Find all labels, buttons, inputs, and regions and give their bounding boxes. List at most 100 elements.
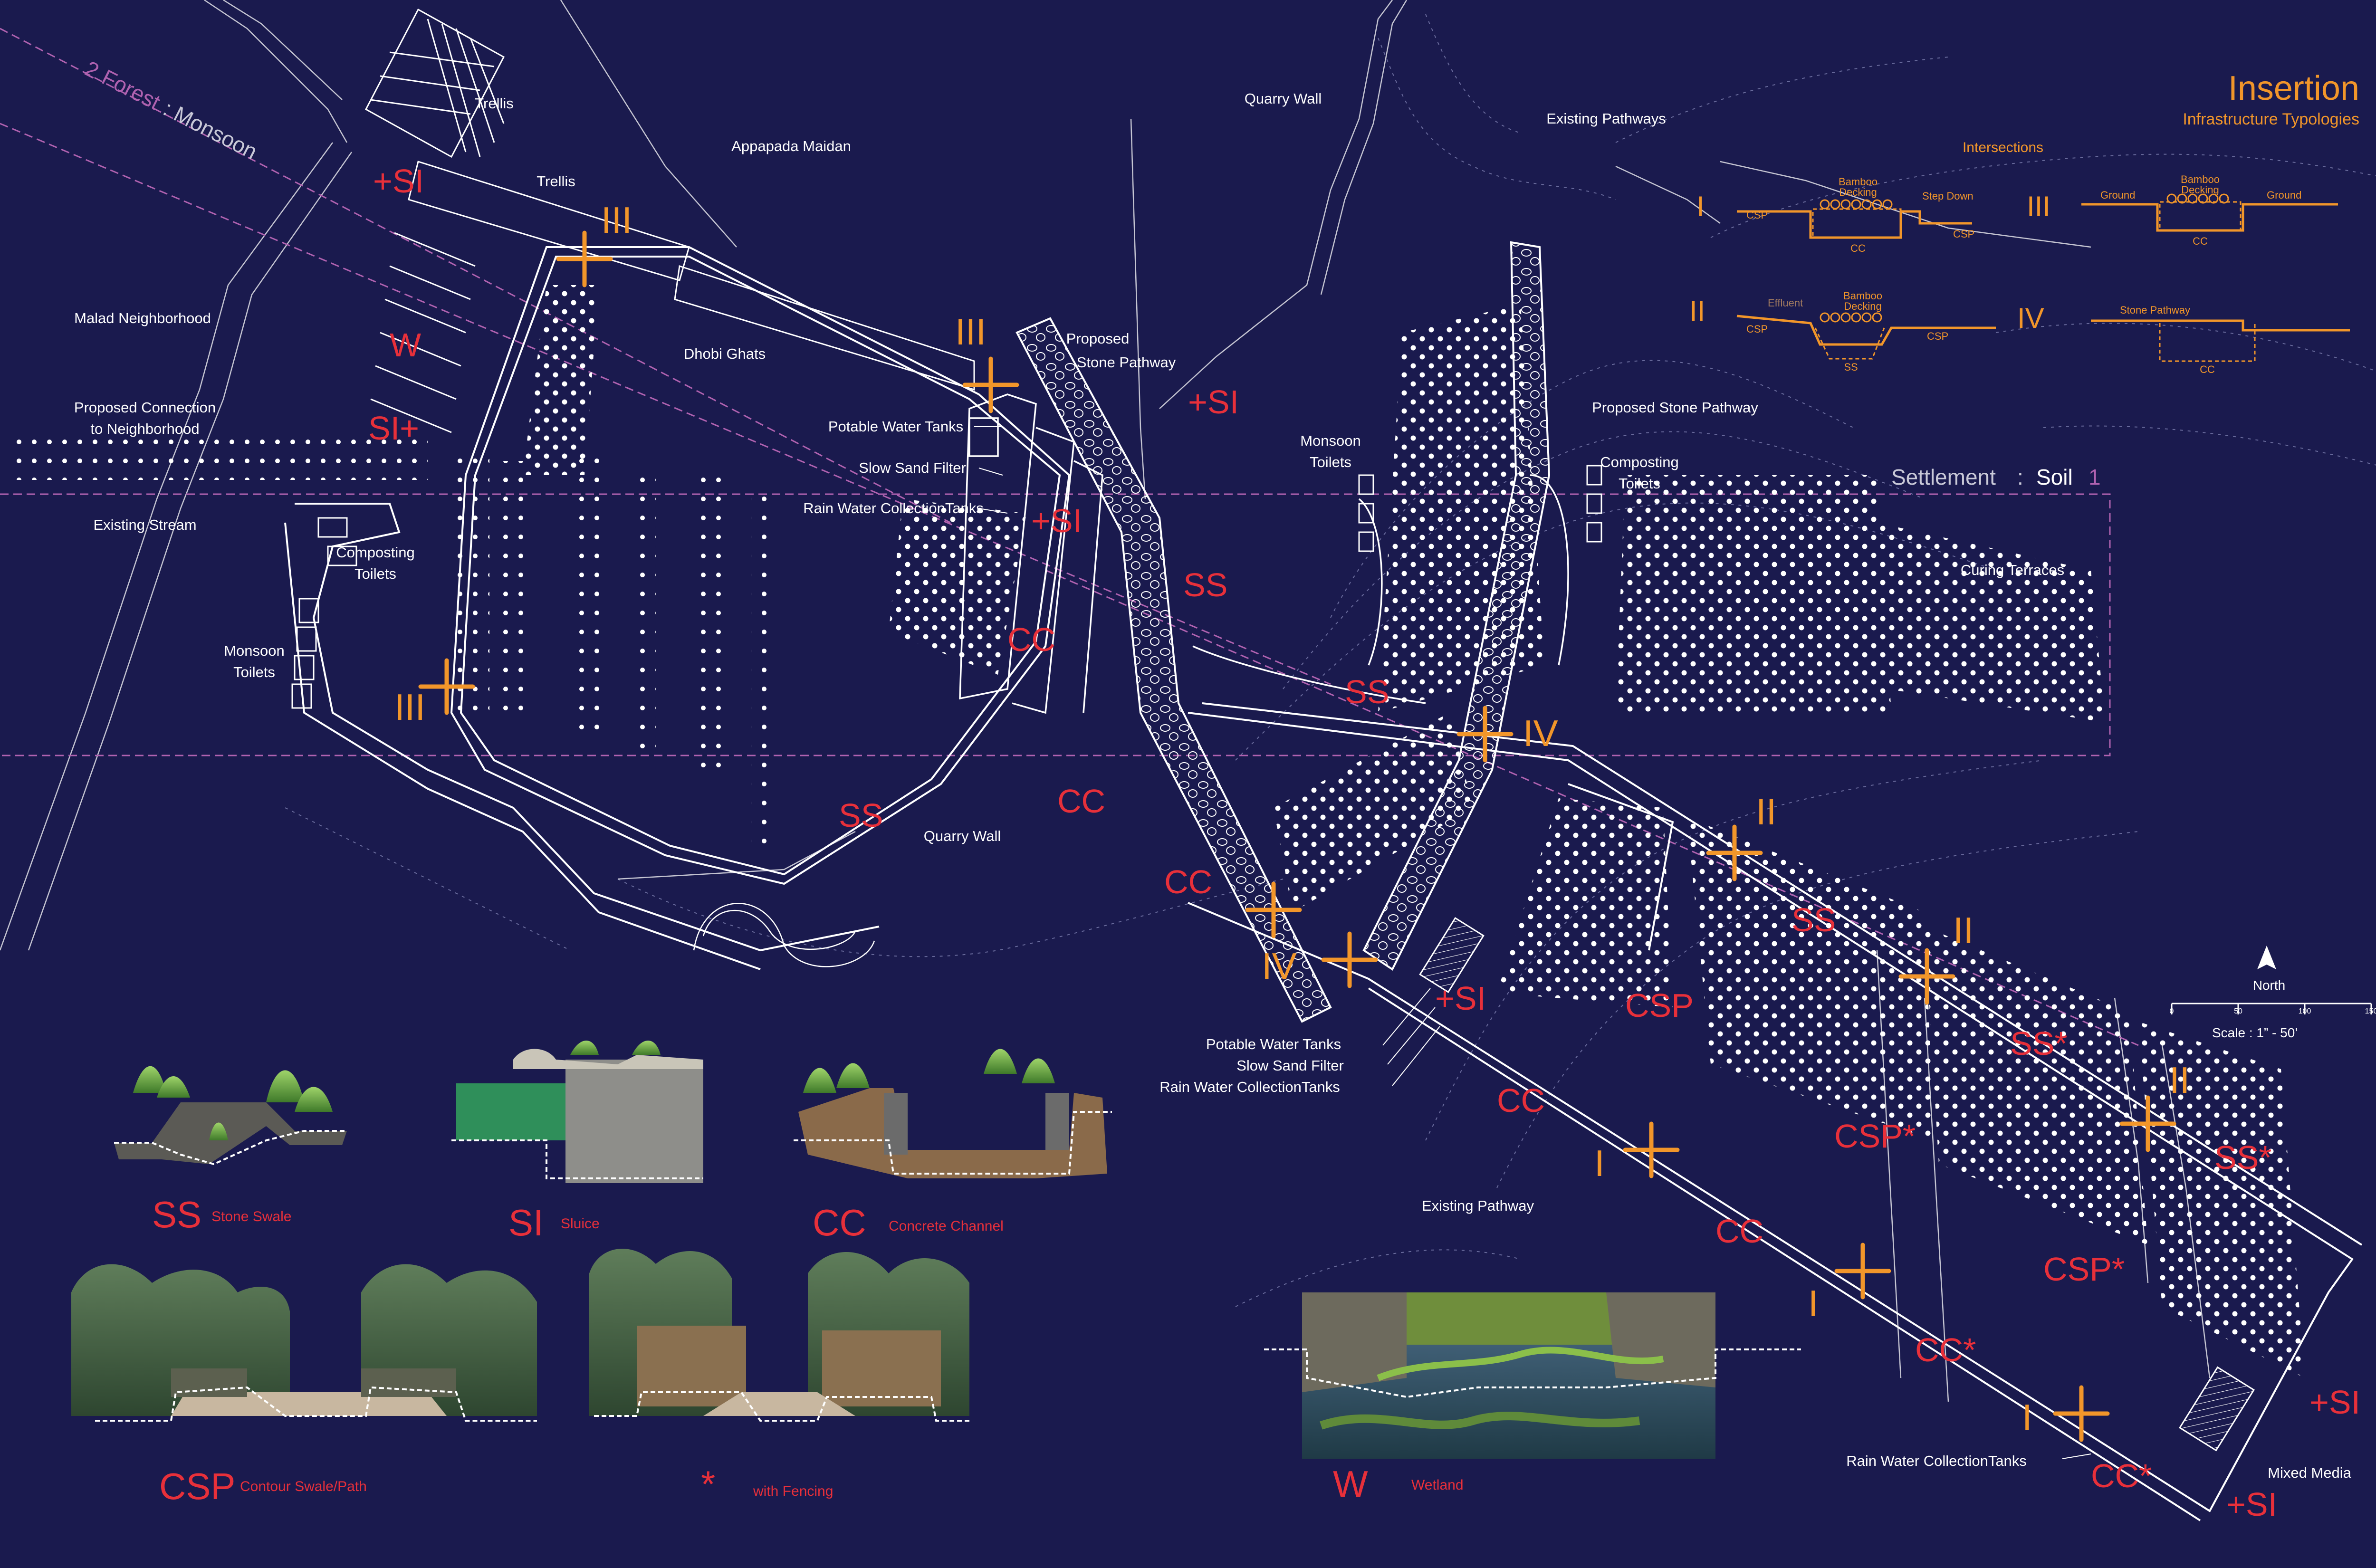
legend-cc-code: CC	[813, 1202, 866, 1243]
section-i-step-down: Step Down	[1922, 190, 1974, 202]
scale-tick-150: 150	[2365, 1007, 2376, 1015]
legend-w-label: Wetland	[1411, 1477, 1464, 1493]
legend-w: W Wetland	[1264, 1292, 1801, 1505]
section-iii-ground-right: Ground	[2267, 189, 2301, 201]
label-trellis-2: Trellis	[537, 173, 575, 190]
code-cc-1: CC	[1007, 621, 1055, 658]
legend-csp: CSP Contour Swale/Path	[71, 1264, 537, 1507]
section-iii-bamboo-1: Bamboo	[2181, 173, 2220, 185]
code-si-5: +SI	[1435, 980, 1486, 1017]
intersection-crosses	[418, 230, 2176, 1442]
label-rain-water-tanks-2: Rain Water CollectionTanks	[1159, 1079, 1340, 1095]
legend-si: SI Sluice	[451, 1041, 703, 1243]
label-proposed-stone-pathway-1: Proposed	[1066, 330, 1130, 347]
legend-ss-label: Stone Swale	[211, 1209, 291, 1224]
si-sluice-graphic	[451, 1041, 703, 1183]
code-ss-3: SS	[839, 797, 883, 834]
section-i-numeral: I	[1696, 191, 1705, 222]
label-proposed-connection-1: Proposed Connection	[74, 399, 216, 416]
code-csp-3: CSP*	[2043, 1251, 2125, 1288]
roman-markers: III III III IV II II IV II I I I	[394, 199, 2190, 1438]
section-ii-numeral: II	[1689, 295, 1705, 327]
leader-lines	[974, 426, 2091, 1459]
north-label: North	[2253, 978, 2285, 993]
forest-label: Forest	[98, 65, 164, 115]
section-iii: III Ground Bamboo Decking Ground CC	[2027, 173, 2338, 247]
code-cc-6: CC*	[1915, 1331, 1976, 1368]
section-i-bamboo-2: Decking	[1839, 186, 1877, 198]
stone-pathways	[1016, 241, 1551, 1023]
code-si-6: +SI	[2309, 1384, 2360, 1421]
ss-swale-graphic	[114, 1066, 347, 1166]
legend-cc-label: Concrete Channel	[889, 1218, 1004, 1234]
north-scale: North 0 50 100 150 Scale : 1” - 50’	[2170, 946, 2376, 1040]
code-si-2: SI+	[368, 410, 419, 447]
section-iii-ground-left: Ground	[2100, 189, 2135, 201]
dot-fields	[14, 285, 2305, 1378]
section-iv-numeral: IV	[2017, 302, 2044, 334]
legend-si-code: SI	[508, 1202, 544, 1243]
roman-marker-9: I	[1594, 1142, 1605, 1184]
settlement-number: 1	[2089, 465, 2101, 489]
code-cc-2: CC	[1057, 783, 1105, 820]
section-ii-csp-left: CSP	[1746, 323, 1768, 335]
label-monsoon-toilets-mid-2: Toilets	[1310, 454, 1351, 470]
legend-ss-code: SS	[152, 1194, 201, 1235]
label-composting-toilets-right-2: Toilets	[1619, 475, 1660, 492]
code-si-3: +SI	[1188, 383, 1239, 421]
label-curing-terraces: Curing Terraces	[1961, 562, 2064, 578]
label-slow-sand-filter-2: Slow Sand Filter	[1236, 1057, 1344, 1074]
legend-fence-code: *	[701, 1463, 715, 1505]
legend-csp-label: Contour Swale/Path	[240, 1479, 367, 1494]
code-si-4: +SI	[1031, 502, 1082, 539]
se-corridor	[1188, 702, 2363, 1521]
code-ss-1: SS	[1183, 566, 1227, 603]
section-ii-bamboo-1: Bamboo	[1843, 290, 1882, 302]
code-ss-6: SS*	[2214, 1139, 2272, 1176]
code-si-1: +SI	[373, 163, 424, 200]
settlement-material: Soil	[2036, 465, 2073, 489]
section-iv-stone-pathway: Stone Pathway	[2120, 304, 2190, 316]
label-monsoon-toilets-left-1: Monsoon	[224, 642, 285, 659]
cc-channel-graphic	[794, 1049, 1112, 1178]
code-csp-1: CSP	[1625, 987, 1694, 1024]
roman-marker-7: IV	[1262, 945, 1297, 987]
label-quarry-wall-bottom: Quarry Wall	[924, 828, 1001, 844]
code-ss-4: SS	[1792, 901, 1836, 938]
label-proposed-stone-pathway-right: Proposed Stone Pathway	[1592, 399, 1758, 416]
trellis-structure	[364, 8, 975, 391]
code-cc-4: CC	[1497, 1082, 1545, 1119]
scale-tick-0: 0	[2170, 1007, 2174, 1015]
scale-tick-50: 50	[2234, 1007, 2242, 1015]
place-labels: Trellis Trellis Appapada Maidan Quarry W…	[74, 90, 2352, 1481]
roman-marker-5: II	[1756, 791, 1776, 832]
label-potable-water-tanks-2: Potable Water Tanks	[1206, 1036, 1341, 1052]
legend-cc: CC Concrete Channel	[794, 1049, 1112, 1243]
roman-marker-10: I	[1808, 1282, 1819, 1324]
roman-marker-3: III	[394, 686, 425, 728]
existing-stream	[693, 903, 875, 967]
legend-fence: * with Fencing	[589, 1248, 969, 1505]
code-w: W	[390, 326, 421, 363]
label-trellis-1: Trellis	[475, 95, 514, 112]
section-ii-ss: SS	[1844, 361, 1858, 373]
label-rain-water-tanks-3: Rain Water CollectionTanks	[1846, 1453, 2027, 1469]
north-arrow-icon	[2257, 946, 2276, 969]
code-cc-5: CC	[1715, 1213, 1763, 1250]
section-iv-cc: CC	[2200, 363, 2215, 375]
intersection-diagrams: Intersections I CSP Bamboo Decking Step …	[1689, 140, 2350, 375]
section-i-cc: CC	[1850, 242, 1866, 254]
settlement-label: Settlement	[1891, 465, 1996, 489]
roman-marker-6: II	[1953, 909, 1974, 951]
roman-marker-8: II	[2169, 1059, 2190, 1101]
legend-w-code: W	[1333, 1463, 1368, 1505]
label-existing-pathway: Existing Pathway	[1422, 1197, 1534, 1214]
section-i-bamboo-1: Bamboo	[1839, 176, 1878, 188]
tank-complex	[959, 393, 1569, 714]
code-si-7: +SI	[2226, 1486, 2277, 1523]
section-iii-bamboo-2: Decking	[2181, 184, 2219, 196]
label-proposed-connection-2: to Neighborhood	[90, 421, 199, 437]
section-iv: IV Stone Pathway CC	[2017, 302, 2350, 375]
fence-graphic	[589, 1248, 969, 1422]
label-potable-water-tanks: Potable Water Tanks	[828, 418, 963, 435]
